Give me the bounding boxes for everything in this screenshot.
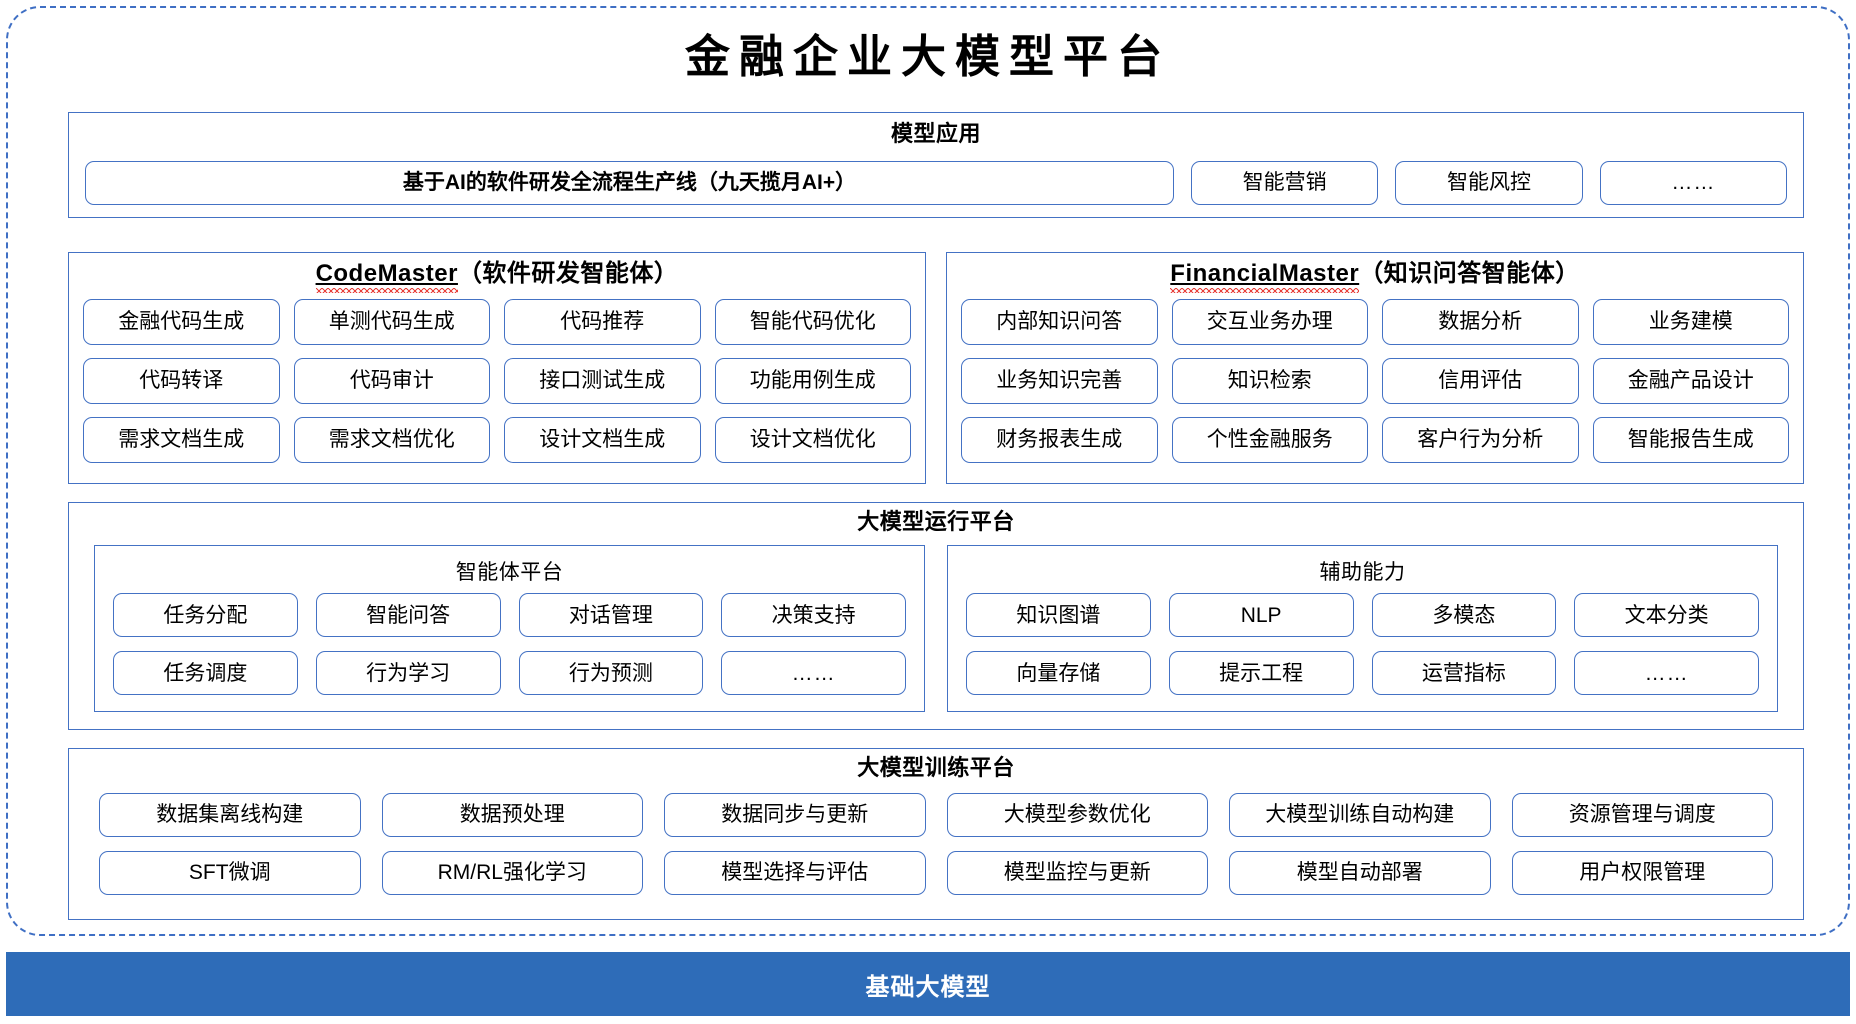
runtime-platform-section: 大模型运行平台 智能体平台 任务分配 智能问答 对话管理 决策支持 任务调度 行… [68, 502, 1804, 730]
codemaster-item[interactable]: 单测代码生成 [293, 299, 490, 345]
codemaster-item[interactable]: 智能代码优化 [714, 299, 911, 345]
codemaster-item[interactable]: 金融代码生成 [83, 299, 280, 345]
financialmaster-item[interactable]: 业务建模 [1592, 299, 1789, 345]
training-platform-item[interactable]: 模型自动部署 [1229, 851, 1491, 895]
financialmaster-section: FinancialMaster（知识问答智能体） 内部知识问答 交互业务办理 数… [946, 252, 1804, 484]
financialmaster-item[interactable]: 财务报表生成 [961, 417, 1158, 463]
auxiliary-capability-subsection: 辅助能力 知识图谱 NLP 多模态 文本分类 向量存储 提示工程 运营指标 …… [947, 545, 1778, 713]
auxiliary-capability-title: 辅助能力 [1319, 561, 1406, 584]
platform-outer-frame: 金融企业大模型平台 模型应用 基于AI的软件研发全流程生产线（九天揽月AI+） … [6, 6, 1850, 936]
codemaster-item[interactable]: 代码转译 [83, 358, 280, 404]
agent-platform-item[interactable]: 行为预测 [518, 651, 704, 696]
page-title: 金融企业大模型平台 [684, 32, 1171, 82]
auxiliary-capability-item[interactable]: 提示工程 [1168, 651, 1354, 696]
financialmaster-item[interactable]: 知识检索 [1171, 358, 1368, 404]
financialmaster-item[interactable]: 金融产品设计 [1592, 358, 1789, 404]
agent-platform-item-more[interactable]: …… [721, 651, 906, 696]
codemaster-item[interactable]: 设计文档优化 [714, 417, 911, 463]
financialmaster-capability-grid: 内部知识问答 交互业务办理 数据分析 业务建模 业务知识完善 知识检索 信用评估… [961, 299, 1789, 463]
agent-platform-title: 智能体平台 [455, 561, 564, 584]
training-platform-item[interactable]: SFT微调 [99, 851, 361, 895]
training-platform-item[interactable]: 数据集离线构建 [99, 793, 361, 837]
agent-platform-item[interactable]: 任务调度 [113, 651, 298, 696]
codemaster-item[interactable]: 代码推荐 [504, 299, 701, 345]
auxiliary-capability-item[interactable]: 文本分类 [1574, 593, 1759, 638]
codemaster-title: CodeMaster（软件研发智能体） [69, 260, 925, 294]
codemaster-item[interactable]: 需求文档优化 [293, 417, 490, 463]
financialmaster-title-suffix: （知识问答智能体） [1359, 260, 1580, 287]
auxiliary-capability-item[interactable]: NLP [1168, 593, 1354, 638]
auxiliary-capability-item[interactable]: 运营指标 [1371, 651, 1557, 696]
financialmaster-item[interactable]: 个性金融服务 [1171, 417, 1368, 463]
agent-platform-item[interactable]: 行为学习 [315, 651, 501, 696]
training-platform-grid: 数据集离线构建 数据预处理 数据同步与更新 大模型参数优化 大模型训练自动构建 … [99, 793, 1773, 895]
financialmaster-item[interactable]: 信用评估 [1382, 358, 1579, 404]
model-application-items: 基于AI的软件研发全流程生产线（九天揽月AI+） 智能营销 智能风控 …… [85, 161, 1787, 205]
training-platform-item[interactable]: 资源管理与调度 [1511, 793, 1773, 837]
runtime-platform-columns: 智能体平台 任务分配 智能问答 对话管理 决策支持 任务调度 行为学习 行为预测… [94, 545, 1778, 713]
training-platform-item[interactable]: 大模型训练自动构建 [1229, 793, 1491, 837]
codemaster-brand-label: CodeMaster [315, 260, 459, 294]
codemaster-item[interactable]: 代码审计 [293, 358, 490, 404]
agent-platform-grid: 任务分配 智能问答 对话管理 决策支持 任务调度 行为学习 行为预测 …… [113, 593, 906, 696]
financialmaster-brand-label: FinancialMaster [1170, 260, 1360, 294]
auxiliary-capability-grid: 知识图谱 NLP 多模态 文本分类 向量存储 提示工程 运营指标 …… [966, 593, 1759, 696]
auxiliary-capability-item[interactable]: 知识图谱 [966, 593, 1151, 638]
auxiliary-capability-item[interactable]: 多模态 [1371, 593, 1557, 638]
agent-platform-subsection: 智能体平台 任务分配 智能问答 对话管理 决策支持 任务调度 行为学习 行为预测… [94, 545, 925, 713]
auxiliary-capability-item-more[interactable]: …… [1574, 651, 1759, 696]
model-application-title: 模型应用 [890, 121, 981, 146]
agent-platform-item[interactable]: 对话管理 [518, 593, 704, 638]
codemaster-item[interactable]: 设计文档生成 [504, 417, 701, 463]
model-application-section: 模型应用 基于AI的软件研发全流程生产线（九天揽月AI+） 智能营销 智能风控 … [68, 112, 1804, 218]
financialmaster-title: FinancialMaster（知识问答智能体） [947, 260, 1803, 294]
training-platform-item[interactable]: 模型选择与评估 [664, 851, 926, 895]
runtime-platform-title: 大模型运行平台 [857, 509, 1015, 534]
training-platform-title: 大模型训练平台 [857, 755, 1015, 780]
agent-platform-item[interactable]: 决策支持 [721, 593, 906, 638]
training-platform-item[interactable]: 数据同步与更新 [664, 793, 926, 837]
agent-platform-item[interactable]: 任务分配 [113, 593, 298, 638]
financialmaster-item[interactable]: 业务知识完善 [961, 358, 1158, 404]
app-item-risk-control[interactable]: 智能风控 [1395, 161, 1583, 205]
agent-platform-item[interactable]: 智能问答 [315, 593, 501, 638]
training-platform-item[interactable]: 数据预处理 [381, 793, 643, 837]
app-item-marketing[interactable]: 智能营销 [1191, 161, 1379, 205]
financialmaster-item[interactable]: 内部知识问答 [961, 299, 1158, 345]
financialmaster-item[interactable]: 交互业务办理 [1171, 299, 1368, 345]
codemaster-item[interactable]: 功能用例生成 [714, 358, 911, 404]
financialmaster-item[interactable]: 智能报告生成 [1592, 417, 1789, 463]
app-item-pipeline[interactable]: 基于AI的软件研发全流程生产线（九天揽月AI+） [85, 161, 1174, 205]
training-platform-item[interactable]: 大模型参数优化 [946, 793, 1208, 837]
codemaster-capability-grid: 金融代码生成 单测代码生成 代码推荐 智能代码优化 代码转译 代码审计 接口测试… [83, 299, 911, 463]
codemaster-item[interactable]: 接口测试生成 [504, 358, 701, 404]
auxiliary-capability-item[interactable]: 向量存储 [966, 651, 1151, 696]
codemaster-title-suffix: （软件研发智能体） [457, 260, 679, 287]
training-platform-item[interactable]: 模型监控与更新 [946, 851, 1208, 895]
foundation-model-label: 基础大模型 [865, 973, 991, 1001]
financialmaster-item[interactable]: 客户行为分析 [1382, 417, 1579, 463]
codemaster-item[interactable]: 需求文档生成 [83, 417, 280, 463]
codemaster-section: CodeMaster（软件研发智能体） 金融代码生成 单测代码生成 代码推荐 智… [68, 252, 926, 484]
training-platform-section: 大模型训练平台 数据集离线构建 数据预处理 数据同步与更新 大模型参数优化 大模… [68, 748, 1804, 920]
foundation-model-bar: 基础大模型 [6, 952, 1850, 1016]
app-item-more[interactable]: …… [1599, 161, 1787, 205]
training-platform-item[interactable]: 用户权限管理 [1511, 851, 1773, 895]
training-platform-item[interactable]: RM/RL强化学习 [381, 851, 643, 895]
financialmaster-item[interactable]: 数据分析 [1382, 299, 1579, 345]
